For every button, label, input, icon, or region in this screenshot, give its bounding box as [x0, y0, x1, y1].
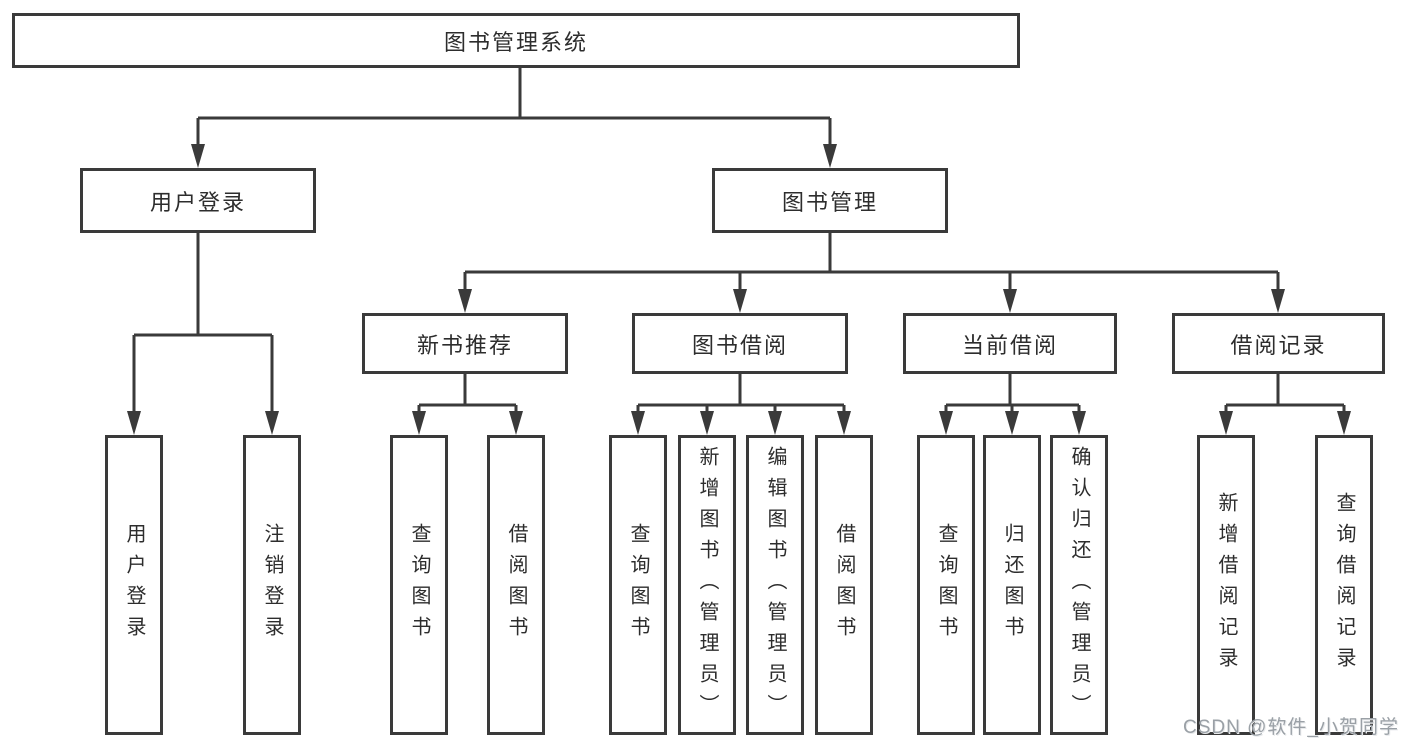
leaf-query-borrow-record: 查询借阅记录 — [1315, 435, 1373, 735]
arrow-down-icon — [631, 411, 645, 435]
connector-line — [196, 68, 832, 146]
arrow-down-icon — [509, 411, 523, 435]
node-root: 图书管理系统 — [12, 13, 1020, 68]
leaf-borrow-books-2: 借阅图书 — [815, 435, 873, 735]
connector-book-mgmt-to-level3 — [458, 233, 1285, 313]
connector-root-to-level2 — [191, 68, 837, 168]
csdn-watermark: CSDN @软件_小贺同学 — [1183, 717, 1399, 738]
connector-book-borrow-to-leaves — [631, 374, 851, 435]
arrow-down-icon — [768, 411, 782, 435]
arrow-down-icon — [1219, 411, 1233, 435]
arrow-down-icon — [1003, 289, 1017, 313]
arrow-down-icon — [458, 289, 472, 313]
leaf-user-login: 用户登录 — [105, 435, 163, 735]
leaf-query-books-3: 查询图书 — [917, 435, 975, 735]
node-new-book-rec: 新书推荐 — [362, 313, 568, 374]
connector-current-borrow-to-leaves — [939, 374, 1086, 435]
arrow-down-icon — [265, 411, 279, 435]
node-user-login: 用户登录 — [80, 168, 316, 233]
arrow-down-icon — [1005, 411, 1019, 435]
connector-line — [1224, 374, 1346, 413]
node-current-borrow: 当前借阅 — [903, 313, 1117, 374]
connector-line — [463, 233, 1280, 291]
leaf-edit-book-admin: 编辑图书（管理员） — [746, 435, 804, 735]
connector-user-login-to-leaves — [127, 233, 279, 435]
arrow-down-icon — [1072, 411, 1086, 435]
arrow-down-icon — [939, 411, 953, 435]
leaf-logout: 注销登录 — [243, 435, 301, 735]
arrow-down-icon — [412, 411, 426, 435]
leaf-confirm-return-admin: 确认归还（管理员） — [1050, 435, 1108, 735]
connector-borrow-records-to-leaves — [1219, 374, 1351, 435]
arrow-down-icon — [127, 411, 141, 435]
leaf-return-book: 归还图书 — [983, 435, 1041, 735]
arrow-down-icon — [700, 411, 714, 435]
arrow-down-icon — [823, 144, 837, 168]
arrow-down-icon — [1271, 289, 1285, 313]
leaf-add-book-admin: 新增图书（管理员） — [678, 435, 736, 735]
connector-new-book-to-leaves — [412, 374, 523, 435]
leaf-borrow-books-1: 借阅图书 — [487, 435, 545, 735]
node-borrow-records: 借阅记录 — [1172, 313, 1385, 374]
connector-line — [944, 374, 1081, 413]
leaf-add-borrow-record: 新增借阅记录 — [1197, 435, 1255, 735]
node-book-mgmt: 图书管理 — [712, 168, 948, 233]
arrow-down-icon — [837, 411, 851, 435]
connector-line — [636, 374, 846, 413]
arrow-down-icon — [191, 144, 205, 168]
connector-line — [417, 374, 518, 413]
node-book-borrow: 图书借阅 — [632, 313, 848, 374]
leaf-query-books-1: 查询图书 — [390, 435, 448, 735]
connector-line — [132, 233, 274, 413]
arrow-down-icon — [733, 289, 747, 313]
arrow-down-icon — [1337, 411, 1351, 435]
leaf-query-books-2: 查询图书 — [609, 435, 667, 735]
